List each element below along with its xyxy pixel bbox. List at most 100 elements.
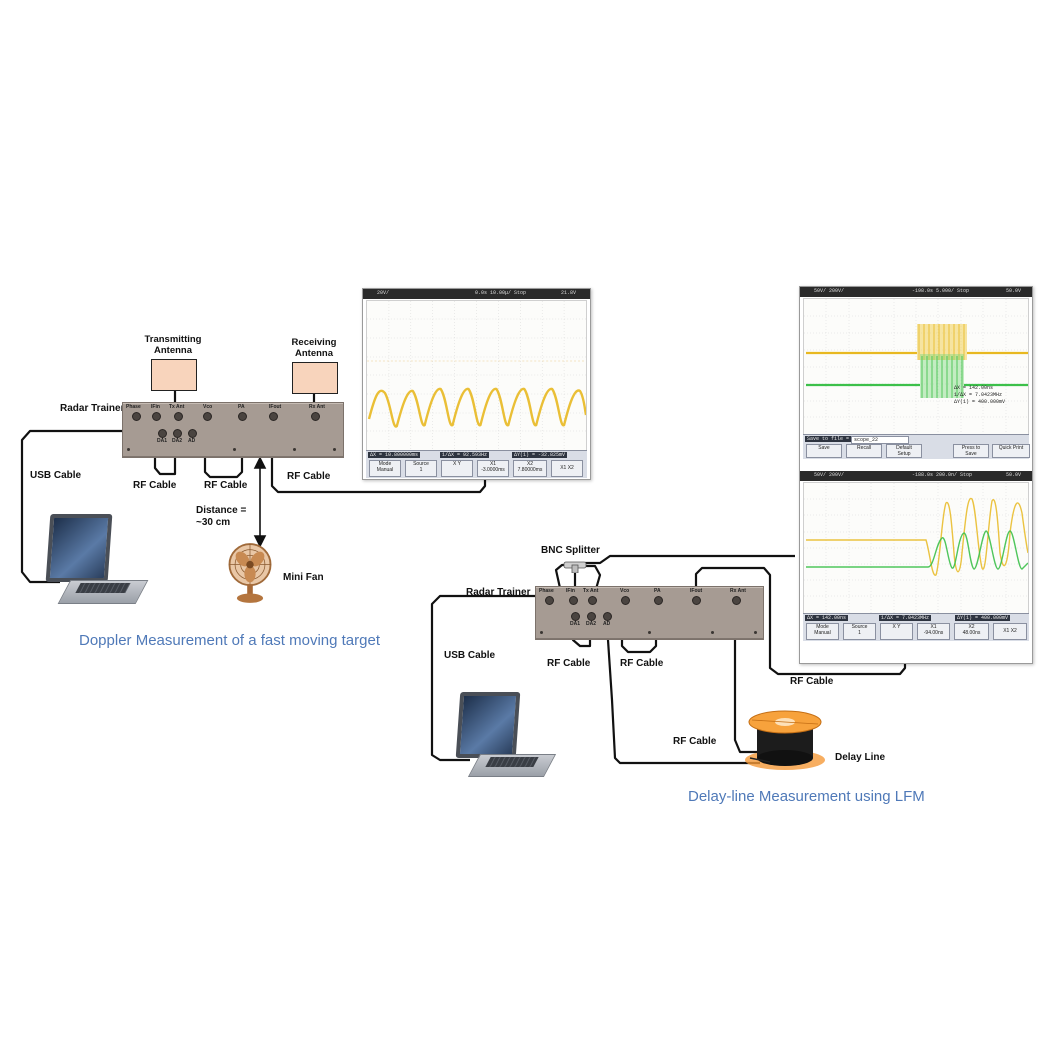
port-label-ad: AD	[603, 621, 611, 627]
oscilloscope-doppler: 20V/ 0.0s 10.00µ/ Stop 21.8V	[362, 288, 591, 480]
port-label-vco: Vco	[203, 404, 213, 410]
scope-marker-dy: ΔY(1) = 400.000mV	[954, 399, 1006, 405]
scope-channel-scale: 50V/ 200V/	[814, 472, 845, 478]
rf-cable-label-2: RF Cable	[204, 480, 248, 491]
panel-screw	[333, 448, 336, 451]
scope-xy-button[interactable]: X Y	[880, 623, 913, 640]
radar-trainer-panel: Phase IFin Tx Ant Vco PA IFout Rx Ant DA…	[122, 402, 344, 458]
port-label-rxant: Rx Ant	[730, 588, 746, 594]
port-phase	[545, 596, 554, 605]
rx-antenna-label: Receiving Antenna	[291, 337, 337, 359]
scope-source-button[interactable]: Source 1	[405, 460, 437, 477]
scope-readout-freq: 1/ΔX = 7.0423MHz	[879, 615, 932, 621]
scope-readout-dy: ΔY(1) = 400.000mV	[955, 615, 1011, 621]
scope-readout-dx: ΔX = 10.800000ms	[368, 452, 421, 458]
scope-channel-scale: 50V/ 200V/	[814, 288, 845, 294]
scope-source-button[interactable]: Source 1	[843, 623, 876, 640]
port-label-phase: Phase	[539, 588, 554, 594]
scope-trigger-level: 50.0V	[1006, 288, 1022, 294]
port-vco	[621, 596, 630, 605]
port-pa	[654, 596, 663, 605]
rf-cable-splitter-scope	[585, 554, 795, 565]
scope-marker-freq: 1/ΔX = 7.0423MHz	[954, 392, 1003, 398]
port-rxant	[732, 596, 741, 605]
bnc-splitter-label: BNC Splitter	[541, 545, 600, 556]
default-setup-button[interactable]: Default Setup	[886, 444, 922, 458]
rf-cable-label-5: RF Cable	[620, 658, 664, 669]
scope-x2-button[interactable]: X2 7.80000ms	[513, 460, 547, 477]
panel-screw	[293, 448, 296, 451]
distance-arrow	[253, 456, 267, 548]
scope-measure-bar-lower: ΔX = 142.00ns 1/ΔX = 7.0423MHz ΔY(1) = 4…	[803, 613, 1029, 641]
mini-fan-label: Mini Fan	[283, 572, 324, 583]
port-label-da1: DA1	[157, 438, 168, 444]
scope-readout-freq: 1/ΔX = 92.593Hz	[440, 452, 490, 458]
scope-x1-button[interactable]: X1 -3.0000ms	[477, 460, 509, 477]
rf-cable-delay-ifout	[694, 566, 907, 676]
oscilloscope-delay: 50V/ 200V/ -198.0s 5.000/ Stop 50.0V	[799, 286, 1033, 664]
radar-trainer-panel-2: Phase IFin Tx Ant Vco PA IFout Rx Ant DA…	[535, 586, 764, 640]
port-label-txant: Tx Ant	[583, 588, 599, 594]
port-txant	[588, 596, 597, 605]
save-button[interactable]: Save	[806, 444, 842, 458]
scope-status-bar: 20V/ 0.0s 10.00µ/ Stop 21.8V	[363, 289, 590, 299]
scope-readout-dx: ΔX = 142.00ns	[805, 615, 849, 621]
scope-status-bar-lower: 50V/ 200V/ -188.0s 200.0n/ Stop 50.0V	[800, 471, 1032, 481]
usb-cable-label: USB Cable	[30, 470, 82, 481]
laptop-icon	[452, 690, 562, 785]
quick-print-button[interactable]: Quick Print	[992, 444, 1030, 458]
port-txant	[174, 412, 183, 421]
port-ifin	[152, 412, 161, 421]
save-file-name[interactable]: scope_22	[851, 436, 909, 444]
port-label-da2: DA2	[586, 621, 597, 627]
delay-line-spool-icon	[745, 710, 825, 770]
port-label-rxant: Rx Ant	[309, 404, 325, 410]
panel-screw	[648, 631, 651, 634]
rf-cable-label-6: RF Cable	[790, 676, 834, 687]
scope-waveform	[367, 301, 588, 450]
doppler-caption: Doppler Measurement of a fast moving tar…	[79, 632, 380, 649]
port-ad	[188, 429, 197, 438]
port-label-ad: AD	[188, 438, 196, 444]
laptop-icon	[42, 512, 152, 612]
rf-cable-vco-pa	[203, 416, 244, 479]
scope-x1x2-button[interactable]: X1 X2	[551, 460, 583, 477]
scope-x2-button[interactable]: X2 48.00ns	[954, 623, 989, 640]
receiving-antenna	[292, 362, 338, 394]
port-rxant	[311, 412, 320, 421]
port-ad	[603, 612, 612, 621]
port-da2	[173, 429, 182, 438]
delay-caption: Delay-line Measurement using LFM	[688, 788, 925, 805]
scope-timebase: 0.0s 10.00µ/ Stop	[475, 290, 527, 296]
port-label-txant: Tx Ant	[169, 404, 185, 410]
scope-screen	[366, 300, 588, 451]
port-label-ifout: IFout	[269, 404, 282, 410]
port-ifout	[269, 412, 278, 421]
scope-x1x2-button[interactable]: X1 X2	[993, 623, 1027, 640]
recall-button[interactable]: Recall	[846, 444, 882, 458]
panel-screw	[540, 631, 543, 634]
rf-cable-label-1: RF Cable	[133, 480, 177, 491]
scope-mode-button[interactable]: Mode Manual	[369, 460, 401, 477]
scope-waveform-lfm	[804, 299, 1028, 434]
usb-cable-delay	[430, 594, 540, 762]
scope-mode-button[interactable]: Mode Manual	[806, 623, 839, 640]
port-label-pa: PA	[238, 404, 245, 410]
doppler-trace	[367, 387, 588, 428]
scope-xy-button[interactable]: X Y	[441, 460, 473, 477]
scope-x1-button[interactable]: X1 -94.00ns	[917, 623, 950, 640]
panel-screw	[711, 631, 714, 634]
scope-trigger-level: 21.8V	[561, 290, 577, 296]
scope-readout-dy: ΔY(1) = -32.825mV	[512, 452, 568, 458]
usb-cable-label-2: USB Cable	[444, 650, 496, 661]
scope-screen-upper	[803, 298, 1029, 435]
radar-trainer-label-2: Radar Trainer	[466, 587, 531, 598]
press-to-save-button[interactable]: Press to Save	[953, 444, 989, 458]
scope-marker-dx: ΔX = 142.00ns	[954, 385, 994, 391]
rf-cable-label-4: RF Cable	[547, 658, 591, 669]
radar-trainer-label: Radar Trainer	[60, 403, 125, 414]
port-label-da2: DA2	[172, 438, 183, 444]
fan-icon	[228, 543, 272, 603]
port-ifout	[692, 596, 701, 605]
